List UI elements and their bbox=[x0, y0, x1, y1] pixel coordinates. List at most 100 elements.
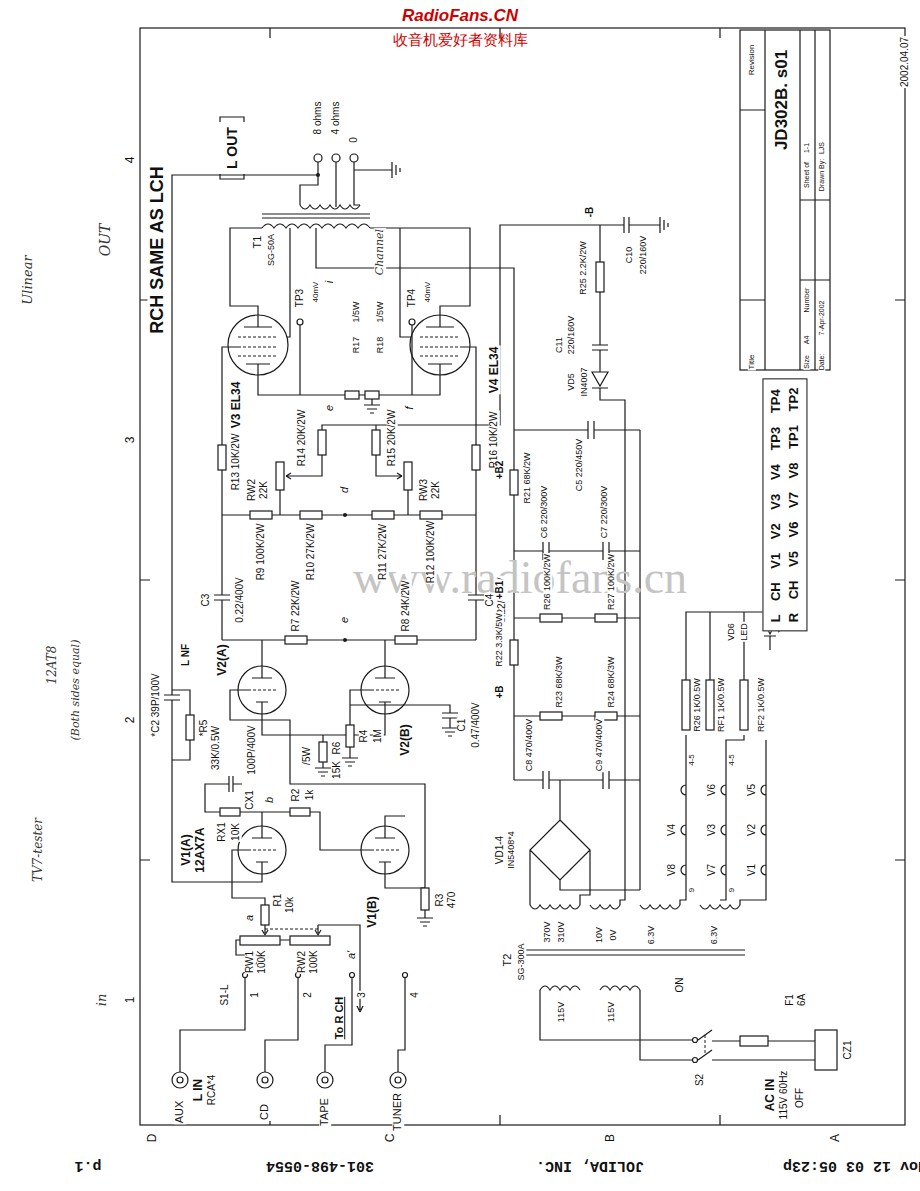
schematic-label: F1 bbox=[785, 993, 796, 1007]
schematic-label: 6.3V bbox=[710, 925, 719, 946]
schematic-label: RW2 bbox=[297, 950, 308, 974]
schematic-label: e bbox=[324, 404, 336, 412]
schematic-label: R6 bbox=[332, 741, 343, 756]
schematic-label: 2 bbox=[303, 991, 314, 999]
schematic-label: R22 3.3K/5W bbox=[495, 612, 504, 668]
schematic-label: 15K bbox=[332, 760, 343, 780]
schematic-label: C9 470/400V bbox=[595, 718, 604, 773]
schematic-label: 1/5W bbox=[376, 300, 385, 323]
schematic-label: CX1 bbox=[245, 789, 256, 810]
schematic-label: /5W bbox=[302, 746, 313, 766]
schematic-label: Title bbox=[748, 354, 756, 371]
schematic-label: R18 bbox=[376, 336, 385, 355]
schematic-label: R17 bbox=[352, 336, 361, 355]
schematic-label: V6 bbox=[707, 783, 718, 797]
schematic-label: *C2 39P/100V bbox=[151, 672, 162, 737]
schematic-label: OFF bbox=[795, 1087, 806, 1109]
frame bbox=[140, 28, 905, 1125]
schematic-label: +B bbox=[495, 684, 506, 699]
schematic-label: R25 2.2K/2W bbox=[579, 240, 588, 296]
schematic-label: V4 EL34 bbox=[488, 346, 501, 395]
schematic-label: R9 100K/2W bbox=[256, 523, 267, 582]
schematic-label: -B bbox=[585, 206, 596, 219]
resistor-symbol bbox=[218, 445, 226, 470]
schematic-label: 3 bbox=[124, 436, 137, 445]
schematic-label: R12 100K/2W bbox=[426, 520, 437, 584]
schematic-label: L NF bbox=[181, 643, 192, 667]
schematic-label: R2 bbox=[291, 788, 302, 803]
schematic-label: D bbox=[146, 1133, 159, 1144]
schematic-label: 33K/0.5W bbox=[211, 725, 222, 771]
schematic-label: C4 bbox=[485, 593, 496, 608]
schematic-label: SG-300A bbox=[517, 942, 526, 981]
tube-table: L CH V1 V2 V3 V4 TP3 TP4R CH V5 V6 V7 V8… bbox=[762, 379, 807, 632]
schematic-label: 1 bbox=[250, 991, 261, 999]
schematic-label: 10V bbox=[595, 926, 604, 944]
schematic-label: LED bbox=[740, 622, 749, 642]
schematic-label: C7 220/300V bbox=[600, 485, 609, 540]
schematic-label: RW2 bbox=[247, 478, 258, 502]
schematic-label: RCA*4 bbox=[207, 1074, 218, 1107]
schematic-label: TUNER bbox=[392, 1092, 404, 1132]
schematic-label: A4 bbox=[803, 335, 810, 346]
schematic-label: 10K bbox=[231, 822, 242, 842]
schematic-label: 1/5W bbox=[352, 300, 361, 323]
schematic-label: C10 bbox=[625, 246, 634, 265]
feedback-wire bbox=[164, 175, 318, 770]
schematic-label: 9 bbox=[728, 887, 736, 893]
schematic-label: T2 bbox=[502, 953, 514, 968]
schematic-label: 40mV bbox=[312, 281, 320, 304]
schematic-label: To R CH bbox=[334, 996, 346, 1041]
schematic-label: SG-50A bbox=[267, 233, 276, 267]
driver-wires bbox=[230, 690, 458, 918]
schematic-label: T1 bbox=[252, 235, 264, 250]
schematic-label: JOLIDA, INC. bbox=[535, 1157, 645, 1173]
schematic-label: p.1 bbox=[73, 1157, 102, 1173]
ac-socket bbox=[815, 1030, 837, 1070]
schematic-label: d bbox=[339, 486, 351, 494]
schematic-label: 1 bbox=[124, 996, 137, 1005]
schematic-label: 1-1 bbox=[803, 142, 810, 154]
schematic-label: Drawn By: bbox=[818, 158, 825, 192]
schematic-label: C11 bbox=[555, 336, 564, 354]
resistor-symbol bbox=[472, 445, 480, 470]
schematic-label: R26 100K/2W bbox=[543, 553, 552, 611]
resistor-symbol bbox=[186, 715, 194, 740]
schematic-label: IN4007 bbox=[580, 366, 589, 397]
schematic-label: RF2 1K/0.5W bbox=[757, 677, 766, 733]
schematic-label: 0V bbox=[609, 928, 618, 941]
schematic-label: +B1 bbox=[495, 580, 506, 601]
schematic-label: 470 bbox=[447, 891, 458, 910]
schematic-label: Sheet of bbox=[803, 161, 810, 189]
schematic-label: f bbox=[404, 405, 416, 410]
schematic-label: AC IN bbox=[764, 1078, 777, 1113]
test-point bbox=[297, 319, 303, 325]
schematic-label: *R5 bbox=[199, 719, 210, 738]
test-point bbox=[409, 319, 415, 325]
potentiometer-symbol bbox=[276, 462, 284, 490]
schematic-label: Number bbox=[803, 287, 810, 314]
schematic-label: 115V bbox=[557, 1001, 566, 1023]
schematic-label: C3 bbox=[201, 593, 212, 608]
schematic-label: 6A bbox=[797, 993, 808, 1007]
schematic-label: 370V bbox=[543, 920, 552, 943]
schematic-label: 2 bbox=[124, 716, 137, 725]
bias-parts bbox=[592, 217, 629, 388]
schematic-label: R21 68K/2W bbox=[523, 451, 532, 504]
schematic-label: R14 20K/2W bbox=[297, 409, 308, 468]
schematic-label: V1(A) bbox=[180, 833, 193, 866]
schematic-label: R4 bbox=[359, 729, 370, 744]
schematic-label: 40mV bbox=[424, 281, 432, 304]
pentode-symbol bbox=[228, 315, 470, 375]
schematic-label: VD5 bbox=[567, 372, 576, 392]
schematic-label: 2002.04.07 bbox=[900, 36, 911, 88]
schematic-label: R11 27K/2W bbox=[378, 523, 389, 581]
handwritten-note: Channel bbox=[374, 228, 386, 276]
schematic-label: CD bbox=[259, 1103, 271, 1121]
schematic-label: R23 68K/3W bbox=[555, 655, 564, 708]
schematic-label: 6.3V bbox=[647, 925, 656, 946]
schematic-label: V5 bbox=[747, 783, 758, 797]
schematic-label: Date: bbox=[818, 353, 825, 372]
schematic-label: VD6 bbox=[727, 622, 736, 642]
triode-symbol bbox=[238, 666, 409, 874]
